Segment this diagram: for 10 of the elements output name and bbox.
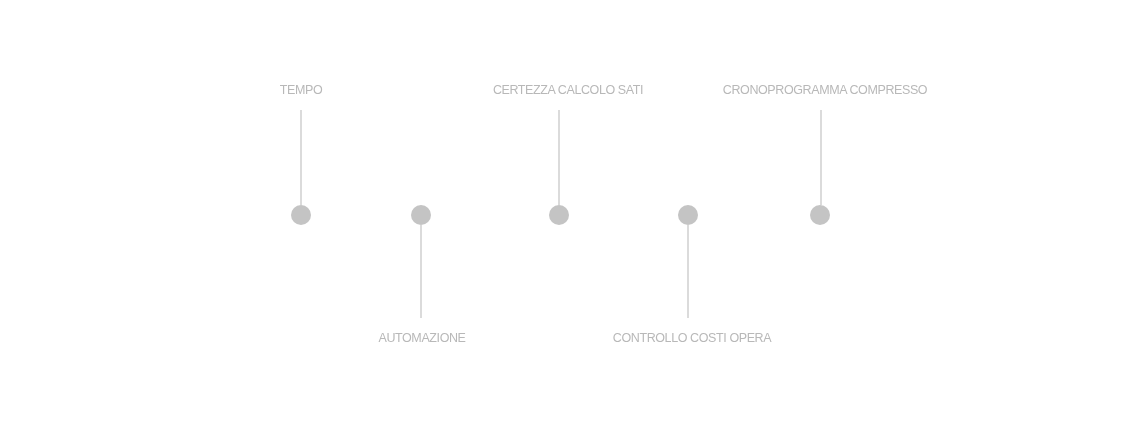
leader-line — [687, 224, 689, 319]
leader-line — [558, 109, 560, 206]
milestone-label: TEMPO — [279, 82, 323, 98]
leader-line — [420, 224, 422, 319]
leader-line — [820, 109, 822, 206]
milestone-label: CRONOPROGRAMMA COMPRESSO — [722, 82, 928, 98]
milestone-label: CERTEZZA CALCOLO SATI — [492, 82, 644, 98]
milestone-label: CONTROLLO COSTI OPERA — [612, 330, 772, 346]
milestone-label: AUTOMAZIONE — [378, 330, 466, 346]
leader-line — [300, 109, 302, 206]
